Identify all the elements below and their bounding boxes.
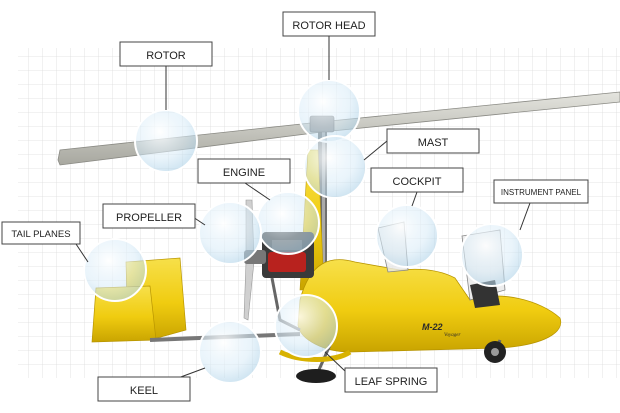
instrument-panel-callout-lens (460, 223, 524, 287)
model-marking: M-22 (422, 322, 443, 332)
leaf-spring (278, 349, 352, 362)
mast-callout-lens (303, 135, 367, 199)
label-leaf-spring: LEAF SPRING (344, 367, 438, 393)
svg-text:PROPELLER: PROPELLER (116, 212, 182, 224)
tail-planes-callout-lens (83, 238, 147, 302)
svg-text:MAST: MAST (418, 137, 449, 149)
propeller-callout-lens (198, 201, 262, 265)
svg-text:TAIL PLANES: TAIL PLANES (11, 229, 70, 240)
cockpit-callout-lens (375, 204, 439, 268)
keel-callout-lens (198, 320, 262, 384)
label-engine: ENGINE (197, 158, 291, 184)
svg-text:COCKPIT: COCKPIT (393, 176, 442, 188)
seat (470, 280, 500, 308)
model-script: Voyager (444, 333, 460, 338)
label-instrument-panel: INSTRUMENT PANEL (493, 179, 589, 204)
label-mast: MAST (386, 128, 480, 154)
svg-text:KEEL: KEEL (130, 385, 158, 397)
rotor-callout-lens (134, 109, 198, 173)
label-rotor: ROTOR (119, 41, 213, 67)
svg-text:ROTOR HEAD: ROTOR HEAD (292, 20, 365, 32)
label-propeller: PROPELLER (102, 203, 196, 229)
label-cockpit: COCKPIT (370, 167, 464, 193)
label-keel: KEEL (97, 376, 191, 402)
label-rotor-head: ROTOR HEAD (282, 11, 376, 37)
rotor-head-callout-lens (297, 79, 361, 143)
fuselage (297, 259, 562, 353)
leaf-spring-callout-lens (274, 294, 338, 358)
label-tail-planes: TAIL PLANES (1, 221, 81, 245)
svg-text:ROTOR: ROTOR (146, 50, 186, 62)
svg-text:INSTRUMENT PANEL: INSTRUMENT PANEL (501, 188, 582, 197)
svg-text:LEAF SPRING: LEAF SPRING (355, 376, 428, 388)
main-wheel (296, 369, 336, 383)
engine-callout-lens (256, 191, 320, 255)
svg-text:ENGINE: ENGINE (223, 167, 265, 179)
